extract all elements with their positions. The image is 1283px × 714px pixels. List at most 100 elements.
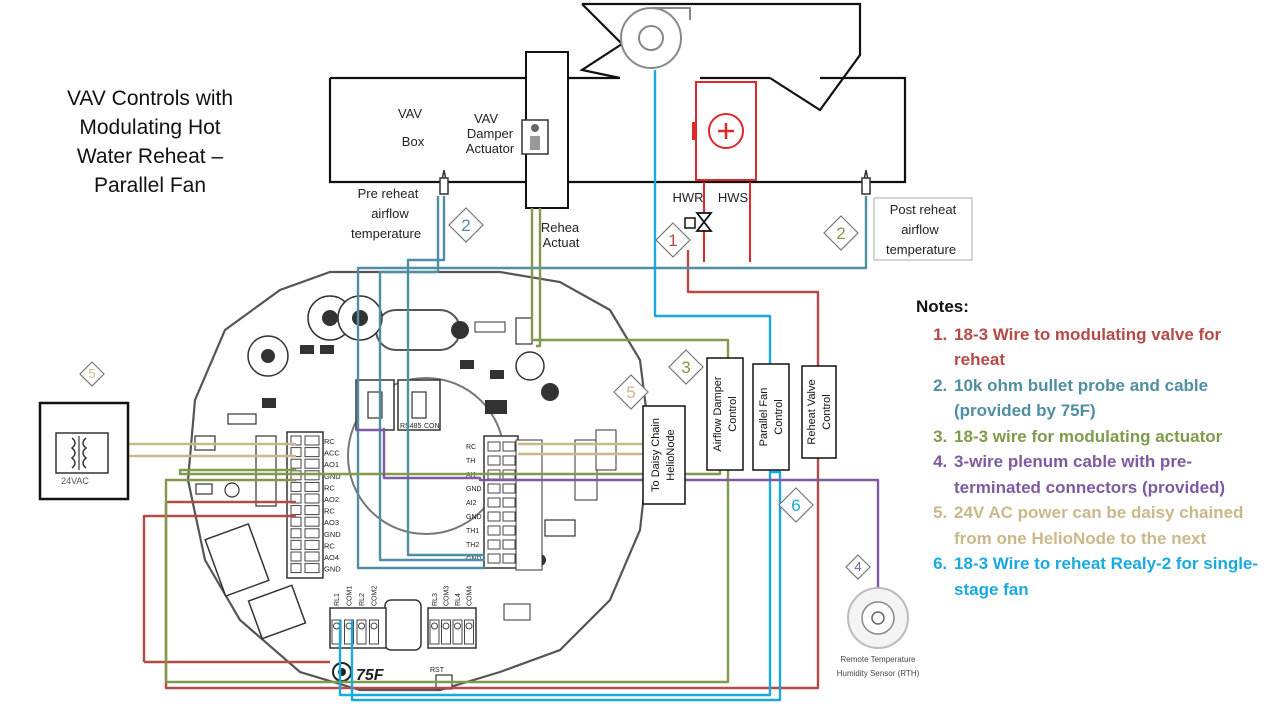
relay-terminal: COM1 bbox=[344, 586, 354, 645]
left-terminal-label: GND bbox=[324, 565, 341, 574]
left-terminal-label: RC bbox=[324, 437, 335, 446]
reheat-actuator-label-1: Rehea bbox=[541, 220, 580, 235]
callout-marker-number: 4 bbox=[854, 559, 861, 574]
callout-marker: 5 bbox=[79, 361, 105, 387]
notes-panel: Notes: 18-3 Wire to modulating valve for… bbox=[916, 294, 1266, 602]
wire-green-actuator-3 bbox=[178, 468, 722, 476]
duct bbox=[328, 2, 907, 184]
callout-marker-number: 5 bbox=[626, 383, 635, 402]
post-reheat-label-1: Post reheat bbox=[890, 202, 957, 217]
relay-terminal: RL3 bbox=[429, 593, 440, 645]
callout-marker: 5 bbox=[613, 374, 649, 410]
relay-terminal-label: RL4 bbox=[455, 593, 462, 606]
wire-teal-probes-2 bbox=[356, 196, 868, 570]
callout-marker: 2 bbox=[823, 215, 859, 251]
right-terminal: AI2 bbox=[466, 497, 516, 508]
left-terminal: AO3 bbox=[290, 516, 339, 527]
callout-marker-number: 2 bbox=[836, 224, 845, 243]
callout-marker-number: 2 bbox=[461, 216, 470, 235]
left-terminal: ACC bbox=[290, 447, 340, 458]
wire-blue-fan bbox=[338, 70, 772, 697]
logo-75f: 75F bbox=[356, 667, 385, 684]
left-terminal-label: GND bbox=[324, 472, 341, 481]
vav-box-label-1: VAV bbox=[398, 106, 422, 121]
wire-teal-probes bbox=[406, 196, 485, 557]
relay-terminal-label: RL1 bbox=[334, 593, 341, 606]
output-box-valve-line-1: Reheat Valve bbox=[806, 379, 818, 444]
hws-label: HWS bbox=[718, 190, 749, 205]
wire-green-actuator bbox=[164, 208, 730, 684]
right-terminal-label: TH1 bbox=[466, 528, 479, 535]
note-item-3: 18-3 wire for modulating actuator bbox=[952, 424, 1266, 450]
title-line-1: VAV Controls with bbox=[66, 87, 234, 110]
reheat-coil-icon bbox=[692, 81, 757, 262]
wire-red-valve-2 bbox=[142, 514, 296, 662]
output-box-daisy-line-2: HelioNode bbox=[665, 429, 677, 480]
relay-terminal: COM4 bbox=[464, 586, 474, 645]
title-line-2: Modulating Hot bbox=[79, 116, 221, 139]
right-terminal: RC bbox=[466, 441, 516, 452]
callout-marker: 4 bbox=[845, 554, 871, 580]
relay-terminal: RL2 bbox=[356, 593, 367, 645]
left-terminal: RC bbox=[290, 539, 335, 550]
relay-terminal-label: RL3 bbox=[432, 593, 439, 606]
callout-marker: 6 bbox=[778, 487, 814, 523]
right-terminal-label: TH bbox=[466, 458, 475, 465]
right-terminal-label: RC bbox=[466, 444, 476, 451]
damper-actuator-label-3: Actuator bbox=[466, 141, 515, 156]
relay-terminal-label: RL2 bbox=[359, 593, 366, 606]
callout-marker-number: 3 bbox=[681, 358, 690, 377]
output-box-damper-line-2: Control bbox=[727, 396, 739, 431]
right-terminal-label: TH2 bbox=[466, 542, 479, 549]
rst-label: RST bbox=[430, 667, 445, 674]
pre-reheat-probe-icon bbox=[439, 169, 449, 195]
note-item-5: 24V AC power can be daisy chained from o… bbox=[952, 500, 1266, 551]
output-box-fan-line-2: Control bbox=[773, 399, 785, 434]
transformer-24vac bbox=[38, 401, 130, 501]
right-terminal-label: AI1 bbox=[466, 472, 477, 479]
left-terminal: AO4 bbox=[290, 551, 339, 562]
left-terminal-label: RC bbox=[324, 541, 335, 550]
left-terminal-label: AO3 bbox=[324, 518, 339, 527]
left-terminal: GND bbox=[290, 470, 341, 481]
left-terminal-label: AO4 bbox=[324, 553, 339, 562]
left-terminal: GND bbox=[290, 528, 341, 539]
pre-reheat-label-3: temperature bbox=[351, 226, 421, 241]
wire-teal-probes-3 bbox=[378, 196, 485, 562]
damper-actuator-icon bbox=[521, 119, 549, 155]
left-terminal-label: RC bbox=[324, 483, 335, 492]
valve-icon bbox=[684, 212, 713, 232]
callout-marker: 2 bbox=[448, 207, 484, 243]
note-item-2: 10k ohm bullet probe and cable (provided… bbox=[952, 373, 1266, 424]
hwr-label: HWR bbox=[672, 190, 703, 205]
wire-purple-rth bbox=[382, 428, 880, 590]
right-terminal: TH bbox=[466, 455, 516, 466]
damper-actuator-label-2: Damper bbox=[467, 126, 514, 141]
output-box-valve-line-2: Control bbox=[821, 394, 833, 429]
output-box-fan: Parallel Fan Control bbox=[752, 363, 790, 471]
title-line-4: Parallel Fan bbox=[93, 174, 207, 197]
title-line-3: Water Reheat – bbox=[76, 145, 224, 168]
note-item-6: 18-3 Wire to reheat Realy-2 for single-s… bbox=[952, 551, 1266, 602]
page-title: VAV Controls with Modulating Hot Water R… bbox=[40, 84, 260, 200]
left-terminal-label: RC bbox=[324, 507, 335, 516]
output-box-valve: Reheat Valve Control bbox=[801, 365, 837, 459]
callout-marker-number: 5 bbox=[88, 366, 95, 381]
post-reheat-label-2: airflow bbox=[901, 222, 939, 237]
left-terminal: RC bbox=[290, 481, 335, 492]
helionode-board: RS485 CON RCACCAO1GNDRCAO2RCAO3GNDRCAO4G… bbox=[186, 270, 652, 692]
post-reheat-label-3: temperature bbox=[886, 242, 956, 257]
right-terminal-label: AI2 bbox=[466, 500, 477, 507]
relay-terminal: COM3 bbox=[441, 586, 451, 645]
right-terminal: TH1 bbox=[466, 525, 516, 536]
callout-marker-number: 1 bbox=[668, 231, 677, 250]
rth-label-2: Humidity Sensor (RTH) bbox=[837, 669, 920, 678]
notes-heading: Notes: bbox=[916, 297, 969, 316]
left-terminal-label: AO1 bbox=[324, 460, 339, 469]
left-terminal: GND bbox=[290, 563, 341, 574]
power-label: 24VAC bbox=[61, 476, 89, 486]
left-terminal-label: GND bbox=[324, 530, 341, 539]
note-item-1: 18-3 Wire to modulating valve for reheat bbox=[952, 322, 1266, 373]
post-reheat-probe-icon bbox=[861, 169, 871, 195]
pre-reheat-label-2: airflow bbox=[371, 206, 409, 221]
